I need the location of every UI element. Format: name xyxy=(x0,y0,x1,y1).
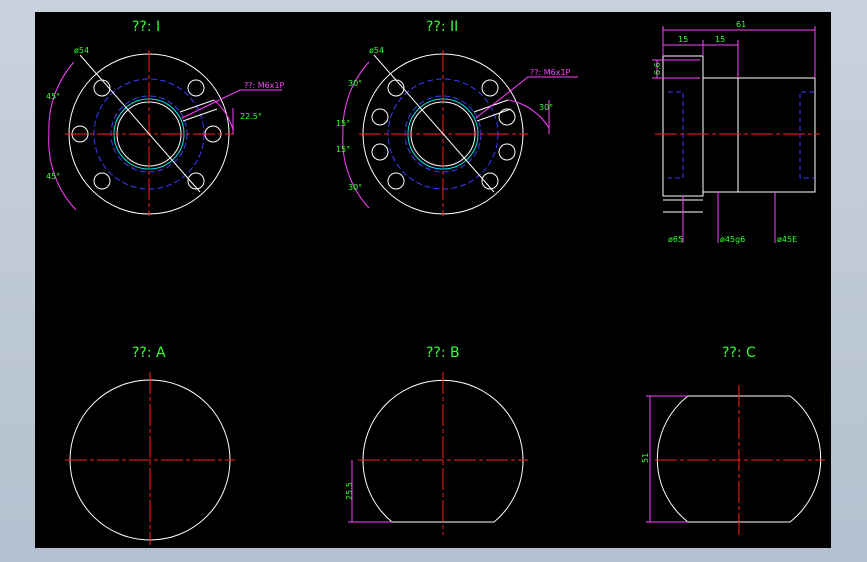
view-b-title: ??: B xyxy=(426,345,460,361)
bolt-hole xyxy=(498,108,516,126)
view-b-profile xyxy=(362,379,524,523)
bolt-hole xyxy=(93,172,111,190)
bolt-hole xyxy=(187,79,205,97)
v2-angle-d: 30° xyxy=(348,183,362,192)
view-i: ??: I xyxy=(46,19,285,216)
bolt-hole xyxy=(387,172,405,190)
v2-angle-right: 30° xyxy=(539,103,553,112)
view-a-title: ??: A xyxy=(132,345,166,361)
side-step-dim: 15 xyxy=(715,35,725,44)
side-dia3: ø45E xyxy=(777,235,797,244)
view-ii-title: ??: II xyxy=(426,19,458,35)
v1-pcd-label: ø54 xyxy=(74,46,89,55)
bolt-hole xyxy=(371,108,389,126)
v1-thread-label: ??: M6x1P xyxy=(244,81,285,90)
view-i-title: ??: I xyxy=(132,19,160,35)
side-overall-dim: 61 xyxy=(736,20,746,29)
view-ii: ??: II ø54 ?? xyxy=(336,19,578,216)
body-cylinder xyxy=(702,77,816,193)
v2-angle-c: 15° xyxy=(336,145,350,154)
side-dia1: ø65 xyxy=(668,235,683,244)
v1-angle-right: 22.5° xyxy=(240,112,262,121)
bolt-hole xyxy=(187,172,205,190)
v2-angle-a: 30° xyxy=(348,79,362,88)
v2-angle-b: 15° xyxy=(336,119,350,128)
bolt-hole xyxy=(481,172,499,190)
drawing-svg: ??: I xyxy=(35,12,831,548)
bolt-hole xyxy=(481,79,499,97)
side-view: 61 15 15 6.6 ø65 ø45g6 ø45E xyxy=(652,20,820,244)
bolt-hole xyxy=(498,143,516,161)
v2-thread-label: ??: M6x1P xyxy=(530,68,571,77)
drawing-canvas[interactable]: ??: I xyxy=(35,12,831,548)
v2-pcd-label: ø54 xyxy=(369,46,384,55)
side-dia2: ø45g6 xyxy=(720,235,745,244)
view-a: ??: A xyxy=(65,345,235,545)
bolt-hole xyxy=(371,143,389,161)
v1-angle-lower: 45° xyxy=(46,172,60,181)
view-c-title: ??: C xyxy=(722,345,756,361)
view-c-profile xyxy=(656,395,822,523)
side-hole-dim: 6.6 xyxy=(653,62,662,75)
v1-angle-upper: 45° xyxy=(46,92,60,101)
view-c-dim: 51 xyxy=(641,453,650,463)
side-flange-dim: 15 xyxy=(678,35,688,44)
view-b: ??: B 25.5 xyxy=(345,345,528,535)
view-c: ??: C 51 xyxy=(641,345,825,535)
view-b-dim: 25.5 xyxy=(345,482,354,500)
